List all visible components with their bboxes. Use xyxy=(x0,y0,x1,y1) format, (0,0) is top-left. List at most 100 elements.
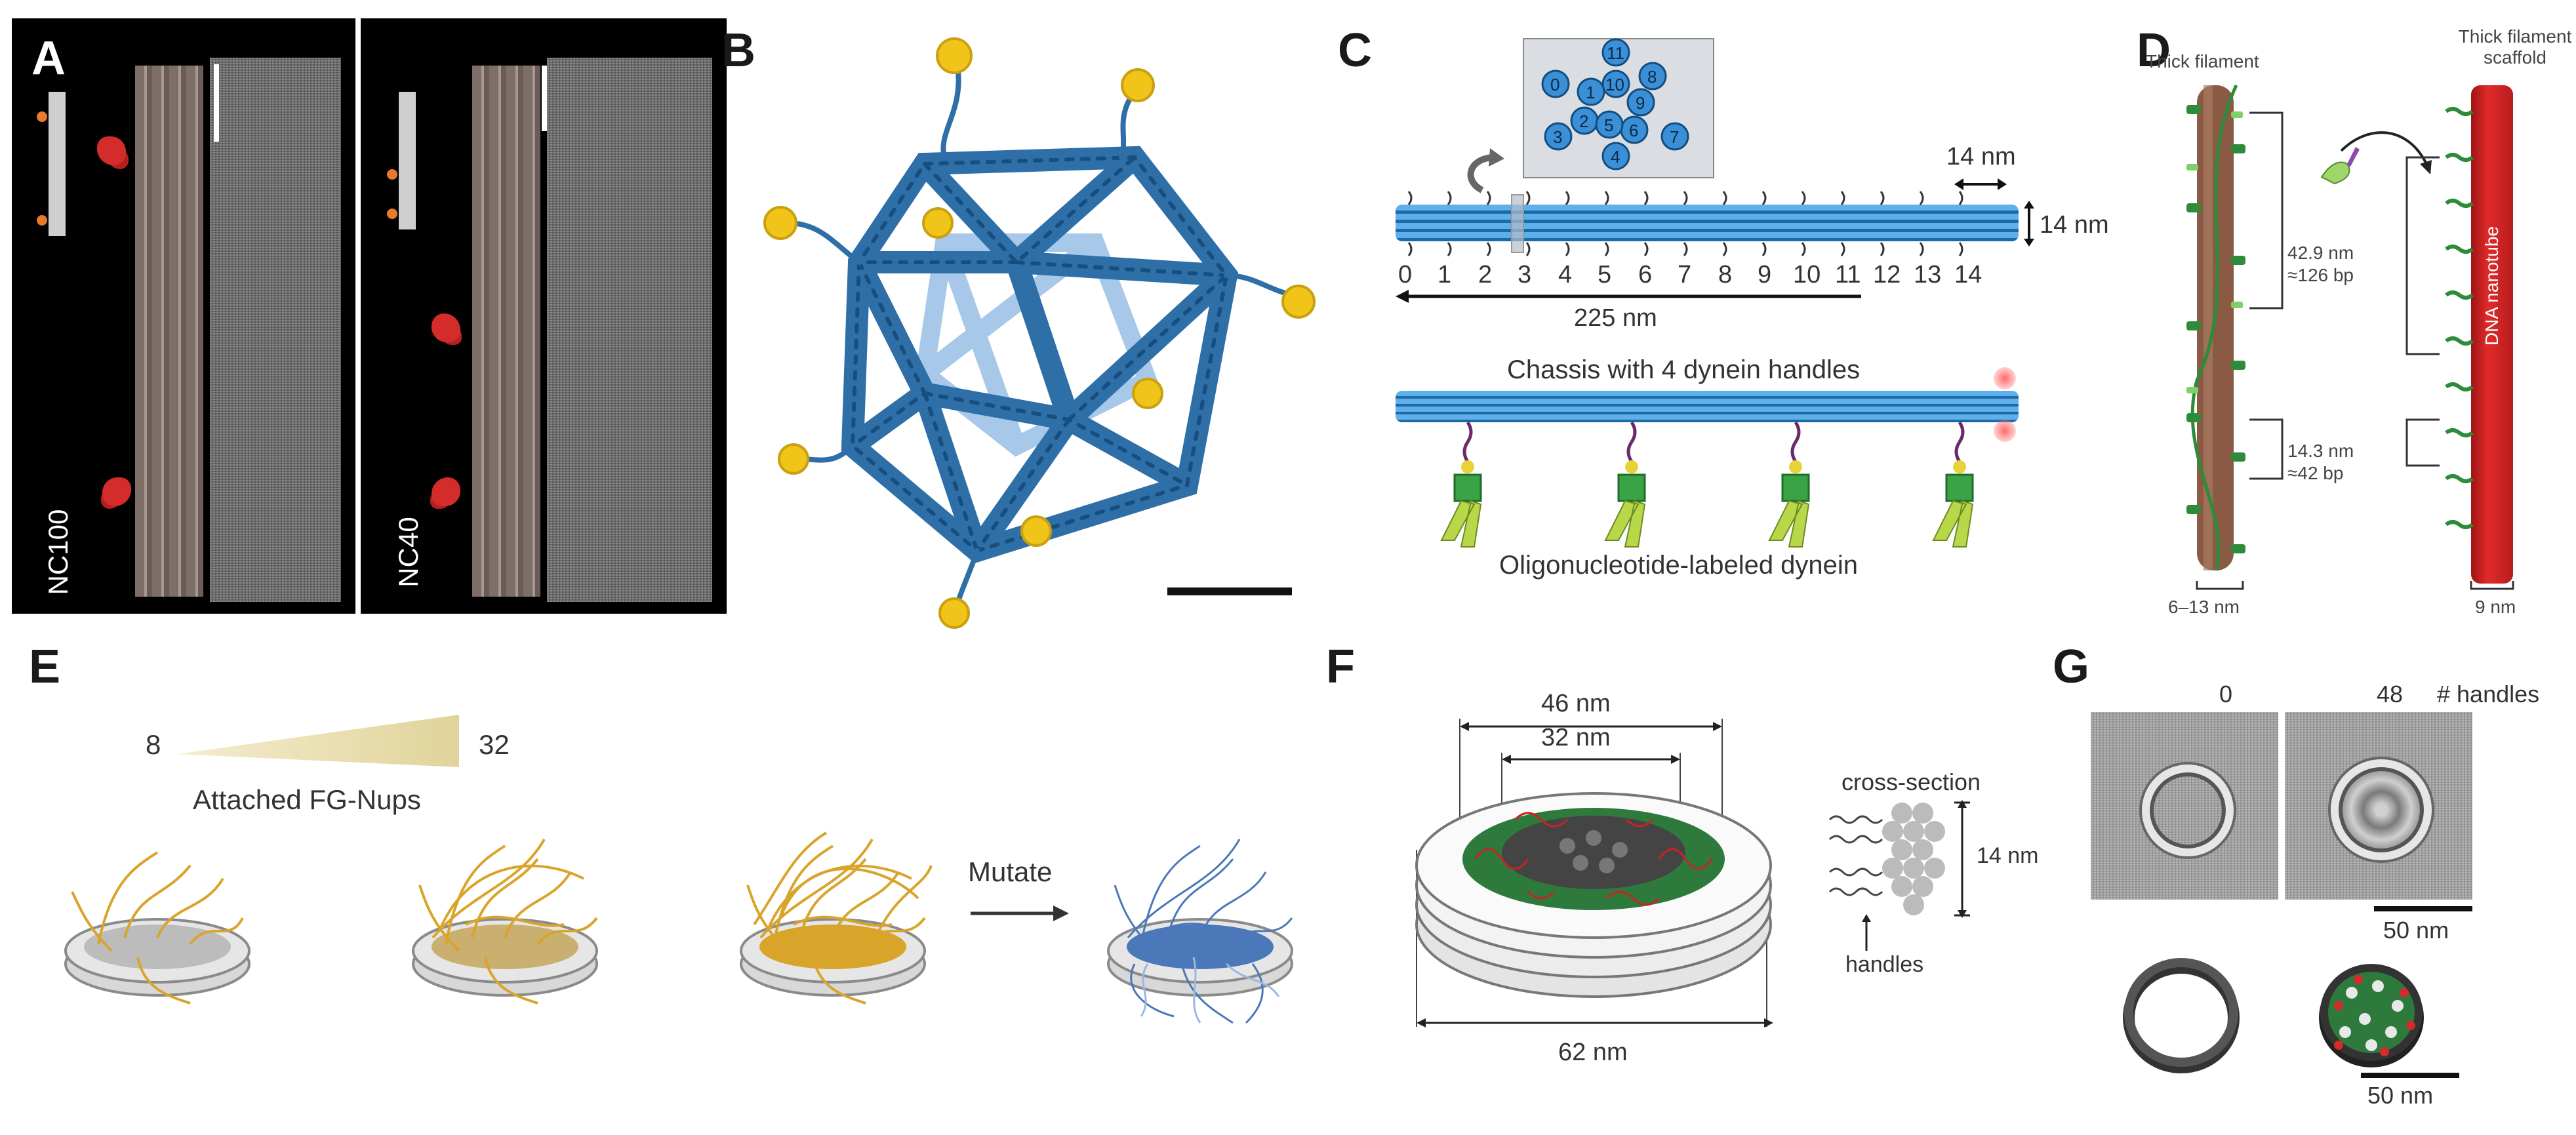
spacing-label: 14 nm xyxy=(1946,143,2016,170)
em-scalebar-g xyxy=(2374,906,2472,911)
inset-num-3: 3 xyxy=(1553,127,1563,147)
nanotube-model-a2 xyxy=(472,66,540,597)
width-brackets xyxy=(2196,581,2514,590)
nup-ring-mutated xyxy=(1107,839,1293,1024)
inset-num-5: 5 xyxy=(1604,115,1614,135)
nanotube-model-a1 xyxy=(135,66,203,597)
spacing1-nm: 42.9 nm xyxy=(2287,243,2354,263)
tick-10: 10 xyxy=(1793,261,1821,289)
dynein-red-3 xyxy=(432,313,460,342)
label-nc100: NC100 xyxy=(43,509,73,595)
panel-f-letter: F xyxy=(1326,641,1355,693)
tick-4: 4 xyxy=(1558,261,1573,289)
panel-a: A NC100 NC40 xyxy=(12,18,727,614)
inset-num-4: 4 xyxy=(1611,147,1620,167)
nanotube-top-handles xyxy=(1407,191,1963,256)
nup-ring-8 xyxy=(64,851,251,1005)
dynein-motors xyxy=(1440,421,1974,548)
tick-1: 1 xyxy=(1438,261,1452,289)
dim-32-arrow xyxy=(1502,755,1680,764)
dna-nanotube-chassis xyxy=(1396,391,2019,422)
cross-section-diagram xyxy=(1828,800,1970,918)
tick-8: 8 xyxy=(1718,261,1733,289)
em-ring-48-handles xyxy=(2285,712,2472,900)
chassis-red-marker-2 xyxy=(1994,420,2016,442)
inset-num-7: 7 xyxy=(1670,127,1680,147)
scaffold-brackets xyxy=(2405,156,2440,467)
nc40-dot-2 xyxy=(387,209,397,219)
tick-12: 12 xyxy=(1873,261,1901,289)
nup-ring-32 xyxy=(740,831,933,1005)
em-scalebar-a2 xyxy=(542,66,547,131)
inset-num-6: 6 xyxy=(1629,121,1639,140)
handles-count-0: 0 xyxy=(2219,681,2233,707)
fg-gradient-wedge xyxy=(177,715,459,767)
panel-c-letter: C xyxy=(1338,24,1372,77)
em-scalebar-a1 xyxy=(214,64,219,142)
spacing2-bp: ≈42 bp xyxy=(2287,463,2344,483)
width-right-label: 9 nm xyxy=(2475,597,2516,617)
icosahedron-structure xyxy=(763,37,1316,629)
inset-num-0: 0 xyxy=(1550,75,1560,94)
tick-7: 7 xyxy=(1678,261,1692,289)
length-arrow xyxy=(1396,290,1861,303)
scale-label-g1: 50 nm xyxy=(2383,917,2449,944)
dim-46-arrow xyxy=(1460,722,1722,731)
nup-ring-16 xyxy=(412,839,598,1005)
fg-max: 32 xyxy=(479,729,510,760)
nanotube-label: DNA nanotube xyxy=(2482,226,2502,346)
dim-62-arrow xyxy=(1417,1018,1773,1027)
fg-min: 8 xyxy=(146,729,161,760)
diameter-label: 14 nm xyxy=(2040,211,2109,239)
dynein-red-4 xyxy=(432,477,460,506)
panel-b-letter: B xyxy=(721,24,755,77)
tick-2: 2 xyxy=(1478,261,1493,289)
inset-num-9: 9 xyxy=(1636,93,1645,113)
scaffold-handles xyxy=(2445,107,2474,529)
tick-0: 0 xyxy=(1398,261,1413,289)
panel-d-letter: D xyxy=(2137,24,2171,77)
nc40-bar xyxy=(399,92,416,229)
dim-62nm: 62 nm xyxy=(1558,1039,1628,1066)
scaffold-label: Thick filament scaffold xyxy=(2458,26,2572,68)
cross-section-helices xyxy=(1541,38,1689,170)
mutate-label: Mutate xyxy=(968,856,1053,887)
panel-e-letter: E xyxy=(29,641,61,693)
tick-13: 13 xyxy=(1914,261,1942,289)
inset-slice-marker xyxy=(1511,194,1524,253)
em-ring-0 xyxy=(2142,765,2234,856)
panel-g-letter: G xyxy=(2053,641,2090,693)
handles-label: handles xyxy=(1845,952,1924,977)
width-left-label: 6–13 nm xyxy=(2168,597,2240,617)
em-image-a2 xyxy=(547,58,712,602)
em-ring-0-handles xyxy=(2091,712,2278,900)
tick-9: 9 xyxy=(1758,261,1772,289)
chassis-red-marker-1 xyxy=(1994,367,2016,389)
dynein-label: Oligonucleotide-labeled dynein xyxy=(1499,551,1859,580)
panel-b-scalebar xyxy=(1167,587,1292,595)
diameter-arrow xyxy=(2024,201,2034,247)
em-ring-48 xyxy=(2331,759,2432,860)
inset-num-10: 10 xyxy=(1605,75,1624,94)
model-ring-empty xyxy=(2123,958,2240,1073)
model-ring-filled xyxy=(2319,964,2424,1067)
spacing-arrow xyxy=(1954,178,2007,190)
inset-num-2: 2 xyxy=(1579,111,1589,131)
nc100-dot-1 xyxy=(37,111,47,122)
dna-nanotube-scaffold xyxy=(2471,85,2513,584)
thick-filament-brackets xyxy=(2249,111,2284,480)
tick-14: 14 xyxy=(1954,261,1982,289)
mutate-arrow xyxy=(971,906,1069,921)
nc40-dot-1 xyxy=(387,169,397,180)
cross-section-height: 14 nm xyxy=(1977,843,2039,868)
tick-6: 6 xyxy=(1638,261,1653,289)
pore-ring-model xyxy=(1415,792,1772,998)
rotate-arrow xyxy=(1467,148,1504,193)
dynein-red-1 xyxy=(97,136,126,165)
handles-count-label: # handles xyxy=(2437,681,2540,707)
scale-label-g2: 50 nm xyxy=(2367,1082,2434,1109)
thick-filament-model xyxy=(2186,84,2245,571)
spacing1-bp: ≈126 bp xyxy=(2287,265,2354,285)
em-image-a1 xyxy=(210,58,341,602)
tick-3: 3 xyxy=(1518,261,1532,289)
